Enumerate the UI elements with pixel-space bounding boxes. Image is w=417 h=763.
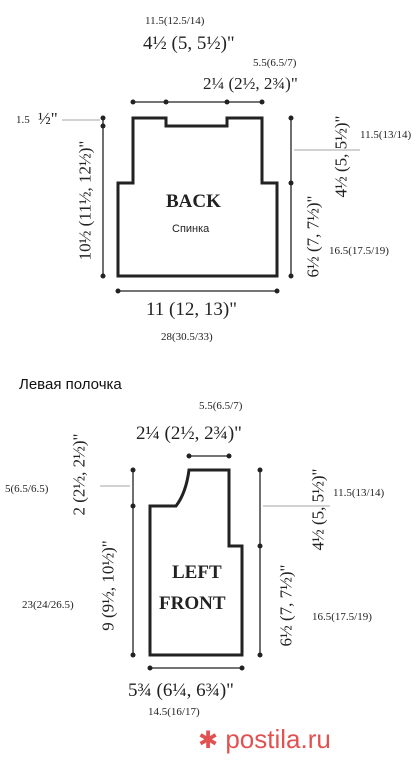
front-lower-left-in: 9 (9½, 10½)" (98, 540, 118, 631)
front-bottom-cm: 14.5(16/17) (148, 706, 200, 718)
back-title: BACK (166, 191, 221, 212)
back-right-lower-in: 6½ (7, 7½)" (303, 195, 323, 278)
front-right-top-in: 4½ (5, 5½)" (308, 468, 328, 551)
front-right-top-cm: 11.5(13/14) (333, 487, 385, 499)
front-right-lower-cm: 16.5(17.5/19) (312, 611, 372, 623)
front-title-line1: LEFT (172, 562, 222, 583)
back-subtitle: Спинка (172, 223, 210, 235)
back-left-top-in: ½" (38, 109, 58, 128)
back-right-top-cm: 11.5(13/14) (360, 129, 412, 141)
front-neck-in: 2¼ (2½, 2¾)" (136, 423, 242, 444)
left-front-heading: Левая полочка (19, 376, 122, 393)
watermark-text: postila.ru (225, 724, 331, 754)
back-left-side-in: 10½ (11½, 12½)" (75, 140, 95, 261)
back-neck-cm: 5.5(6.5/7) (253, 57, 297, 69)
back-right-lower-cm: 16.5(17.5/19) (329, 245, 389, 257)
back-bottom-cm: 28(30.5/33) (161, 331, 213, 343)
back-right-top-in: 4½ (5, 5½)" (331, 115, 351, 198)
front-lower-left-cm: 23(24/26.5) (22, 599, 74, 611)
watermark: ✱ postila.ru (198, 724, 331, 755)
front-right-lower-in: 6½ (7, 7½)" (276, 564, 296, 647)
front-bottom-in: 5¾ (6¼, 6¾)" (128, 680, 234, 701)
front-title-line2: FRONT (159, 593, 226, 614)
back-neck-in: 2¼ (2½, 2¾)" (203, 74, 298, 93)
front-upper-left-cm: 5(6.5/6.5) (5, 483, 49, 495)
watermark-logo-icon: ✱ (198, 727, 219, 754)
front-neck-cm: 5.5(6.5/7) (199, 400, 243, 412)
back-left-top-cm: 1.5 (16, 114, 30, 126)
back-bottom-in: 11 (12, 13)" (146, 299, 237, 320)
back-shoulder-top-cm: 11.5(12.5/14) (145, 15, 205, 27)
back-outline (116, 116, 279, 278)
back-shoulder-top-in: 4½ (5, 5½)" (143, 33, 235, 54)
front-upper-left-in: 2 (2½, 2½)" (69, 433, 89, 516)
left-front-outline (148, 468, 244, 657)
